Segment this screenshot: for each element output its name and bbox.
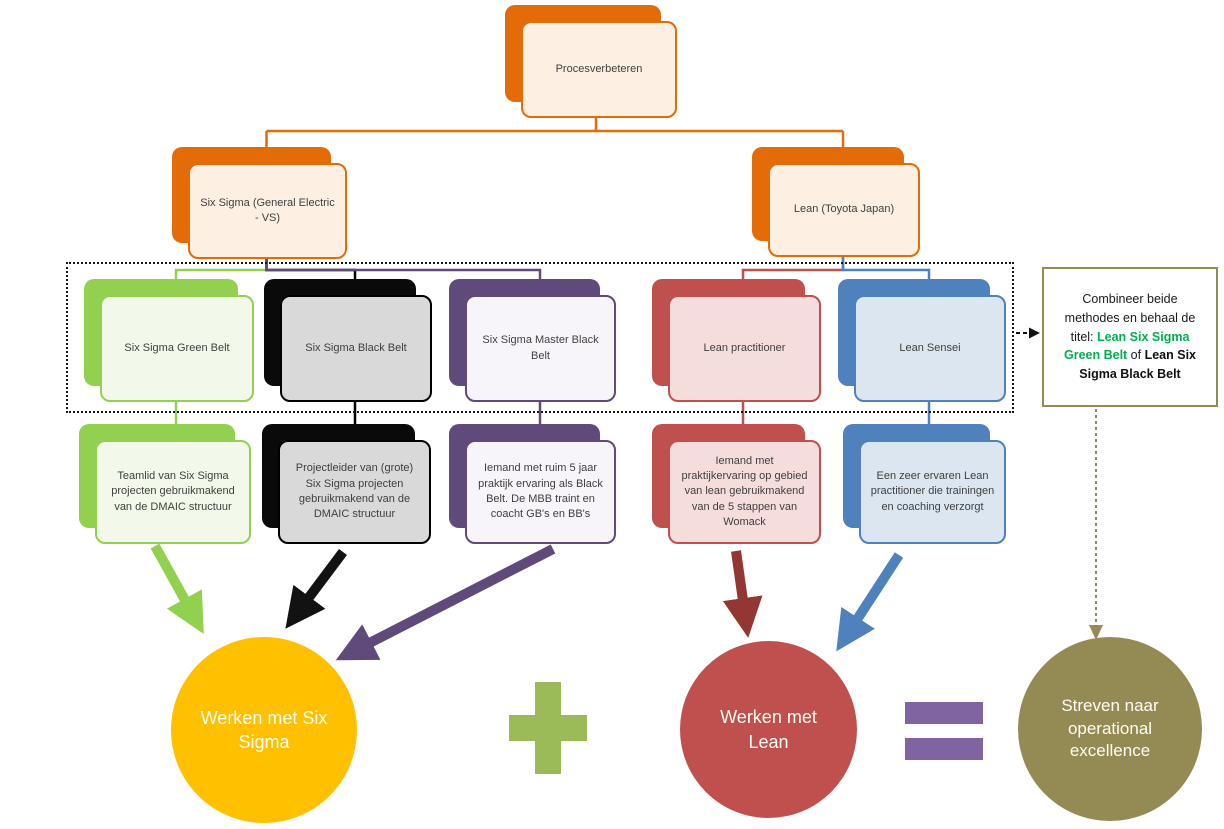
plus-bar-horizontal xyxy=(509,715,587,741)
card-face: Six Sigma Black Belt xyxy=(280,295,432,402)
card-face: Lean (Toyota Japan) xyxy=(768,163,920,257)
plus-sign xyxy=(509,682,587,774)
node-master-black-belt: Six Sigma Master Black Belt xyxy=(449,279,616,402)
node-label: Six Sigma Black Belt xyxy=(305,341,407,354)
equals-bar-top xyxy=(905,702,983,724)
card-face: Een zeer ervaren Lean practitioner die t… xyxy=(859,440,1006,544)
combine-text-black-belt: Lean Six Sigma Black Belt xyxy=(1079,348,1196,382)
combine-note-text: Combineer beide methodes en behaal de ti… xyxy=(1054,290,1206,384)
card-face: Six Sigma (General Electric - VS) xyxy=(188,163,347,259)
node-procesverbeteren: Procesverbeteren xyxy=(505,5,677,118)
card-face: Iemand met ruim 5 jaar praktijk ervaring… xyxy=(465,440,616,544)
node-lean: Lean (Toyota Japan) xyxy=(752,147,920,257)
card-face: Projectleider van (grote) Six Sigma proj… xyxy=(278,440,431,544)
node-label: Procesverbeteren xyxy=(555,62,643,75)
node-lean-practitioner: Lean practitioner xyxy=(652,279,821,402)
node-label: Lean Sensei xyxy=(899,341,961,354)
desc-green-belt: Teamlid van Six Sigma projecten gebruikm… xyxy=(79,424,251,544)
node-lean-sensei: Lean Sensei xyxy=(838,279,1006,402)
node-label: Six Sigma Green Belt xyxy=(124,341,230,354)
card-face: Six Sigma Green Belt xyxy=(100,295,254,402)
desc-lean-practitioner: Iemand met praktijkervaring op gebied va… xyxy=(652,424,821,544)
desc-text: Iemand met ruim 5 jaar praktijk ervaring… xyxy=(478,462,603,521)
combine-text-green-belt: Lean Six Sigma Green Belt xyxy=(1063,329,1190,363)
combine-note: Combineer beide methodes en behaal de ti… xyxy=(1042,267,1218,407)
desc-lean-sensei: Een zeer ervaren Lean practitioner die t… xyxy=(843,424,1006,544)
circle-werken-met-six-sigma: Werken met Six Sigma xyxy=(171,637,357,823)
circle-label: Werken met Lean xyxy=(720,707,817,752)
desc-master-black-belt: Iemand met ruim 5 jaar praktijk ervaring… xyxy=(449,424,616,544)
combine-text-of: of xyxy=(1127,348,1145,363)
desc-text: Projectleider van (grote) Six Sigma proj… xyxy=(295,462,414,521)
card-face: Lean practitioner xyxy=(668,295,821,402)
circle-operational-excellence: Streven naar operational excellence xyxy=(1018,637,1202,821)
equals-bar-bottom xyxy=(905,738,983,760)
combine-text-normal: Combineer beide methodes en behaal de ti… xyxy=(1064,292,1196,344)
card-face: Iemand met praktijkervaring op gebied va… xyxy=(668,440,821,544)
desc-text: Een zeer ervaren Lean practitioner die t… xyxy=(870,469,995,513)
node-label: Six Sigma (General Electric - VS) xyxy=(200,196,335,224)
node-label: Lean practitioner xyxy=(703,341,786,354)
desc-black-belt: Projectleider van (grote) Six Sigma proj… xyxy=(262,424,431,544)
node-label: Lean (Toyota Japan) xyxy=(793,203,895,216)
card-face: Procesverbeteren xyxy=(521,21,677,118)
desc-text: Iemand met praktijkervaring op gebied va… xyxy=(681,454,808,529)
desc-text: Teamlid van Six Sigma projecten gebruikm… xyxy=(111,469,235,513)
card-face: Teamlid van Six Sigma projecten gebruikm… xyxy=(95,440,251,544)
node-label: Six Sigma Master Black Belt xyxy=(482,334,599,362)
circle-label: Streven naar operational excellence xyxy=(1061,695,1159,761)
node-black-belt: Six Sigma Black Belt xyxy=(264,279,432,402)
node-green-belt: Six Sigma Green Belt xyxy=(84,279,254,402)
equals-sign xyxy=(905,702,983,760)
circle-label: Werken met Six Sigma xyxy=(200,707,328,752)
card-face: Six Sigma Master Black Belt xyxy=(465,295,616,402)
card-face: Lean Sensei xyxy=(854,295,1006,402)
circle-werken-met-lean: Werken met Lean xyxy=(680,641,857,818)
node-six-sigma: Six Sigma (General Electric - VS) xyxy=(172,147,347,259)
